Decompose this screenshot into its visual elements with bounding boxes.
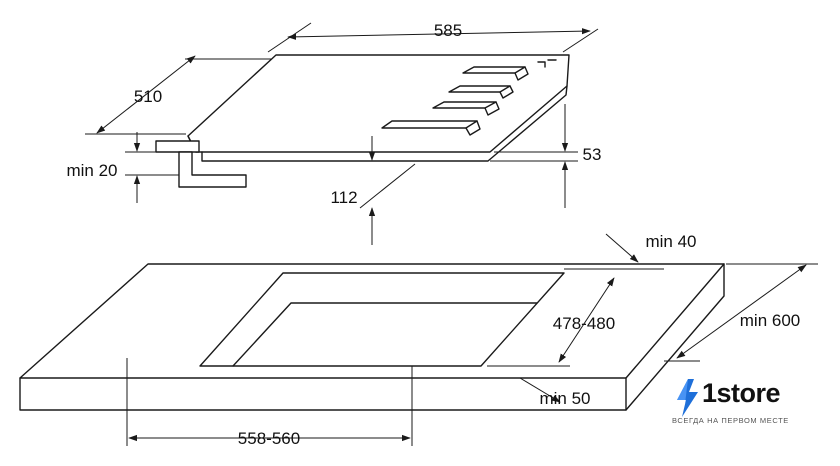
dim-112: 112 (330, 136, 416, 245)
dim-depth-510: 510 (85, 55, 272, 135)
hob-drawing: 585 510 min 20 112 (66, 21, 601, 245)
label-558-560: 558-560 (238, 429, 300, 448)
countertop-front (19, 377, 627, 411)
dim-min-40: min 40 (564, 232, 697, 270)
brand-logo: 1store ВСЕГДА НА ПЕРВОМ МЕСТЕ (672, 376, 832, 438)
hob-body (201, 85, 568, 162)
label-53: 53 (583, 145, 602, 164)
dim-min-600: min 600 (664, 263, 818, 362)
hob-top-plate (187, 54, 570, 153)
label-510: 510 (134, 87, 162, 106)
brand-name: 1store (702, 378, 781, 408)
hob-pan-supports (381, 59, 557, 136)
label-min-40: min 40 (645, 232, 696, 251)
brand-tagline: ВСЕГДА НА ПЕРВОМ МЕСТЕ (672, 416, 789, 425)
label-112: 112 (330, 188, 357, 207)
dim-478-480: 478-480 (487, 277, 615, 367)
dim-min-20: min 20 (66, 132, 179, 203)
cutout-opening (199, 272, 565, 367)
label-585: 585 (434, 21, 462, 40)
countertop-section (155, 140, 247, 188)
label-min-50: min 50 (539, 389, 590, 408)
dim-558-560: 558-560 (126, 358, 413, 448)
countertop-drawing: min 40 478-480 min 600 min 50 558-560 (19, 232, 818, 448)
dim-width-585: 585 (267, 21, 599, 53)
label-478-480: 478-480 (553, 314, 615, 333)
dim-min-50: min 50 (519, 377, 591, 408)
label-min-600: min 600 (740, 311, 800, 330)
countertop-surface (19, 263, 725, 379)
dim-53: 53 (490, 104, 601, 208)
lightning-icon (677, 379, 698, 417)
label-min-20: min 20 (66, 161, 117, 180)
